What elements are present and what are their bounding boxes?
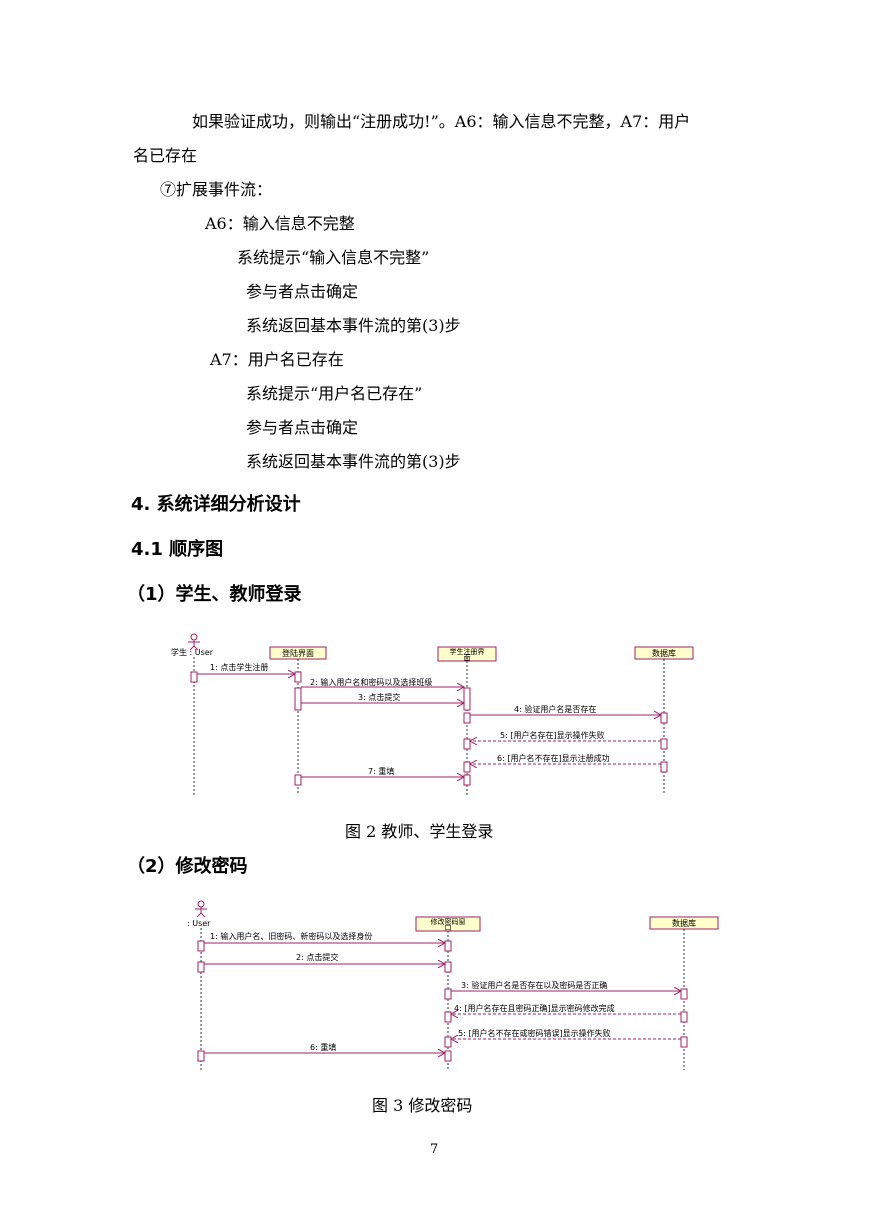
a7-step: 参与者点击确定 xyxy=(246,418,359,437)
password-heading: （2）修改密码 xyxy=(127,856,248,877)
message-label: 3: 验证用户名是否存在以及密码是否正确 xyxy=(461,980,607,990)
paragraph-line: 名已存在 xyxy=(133,146,198,165)
object-box-login-ui xyxy=(269,646,327,660)
object-label: 学生注册界 xyxy=(450,647,485,656)
a7-title: A7：用户名已存在 xyxy=(210,350,344,369)
message-label: 5: [用户名存在]显示操作失败 xyxy=(500,730,605,740)
subsection-heading: 4.1 顺序图 xyxy=(131,539,224,560)
object-label: 数据库 xyxy=(652,648,676,658)
ext-flow-title: ⑦扩展事件流： xyxy=(160,180,273,199)
a6-step: 系统提示“输入信息不完整” xyxy=(237,248,430,267)
actor-label: 学生 : User xyxy=(171,647,214,657)
section-heading: 4. 系统详细分析设计 xyxy=(131,494,301,515)
message-label: 2: 输入用户名和密码以及选择班级 xyxy=(310,677,432,687)
message-label: 1: 输入用户名、旧密码、新密码以及选择身份 xyxy=(210,931,372,941)
message-label: 6: [用户名不存在]显示注册成功 xyxy=(497,753,610,763)
object-label: 数据库 xyxy=(672,918,696,928)
message-label: 5: [用户名不存在或密码错误]显示操作失败 xyxy=(458,1028,611,1038)
login-heading: （1）学生、教师登录 xyxy=(127,584,302,605)
figure-caption: 图 3 修改密码 xyxy=(372,1096,473,1115)
page-number: 7 xyxy=(430,1142,439,1157)
object-label: 口 xyxy=(445,924,452,932)
a6-step: 系统返回基本事件流的第(3)步 xyxy=(246,316,461,335)
object-box-change-password-window xyxy=(415,916,481,932)
object-label: 面 xyxy=(464,654,471,662)
actor-icon xyxy=(195,900,207,918)
paragraph-line: 如果验证成功，则输出“注册成功!”。A6：输入信息不完整，A7：用户 xyxy=(192,112,691,131)
message-label: 7: 重填 xyxy=(368,766,394,776)
a6-title: A6：输入信息不完整 xyxy=(205,214,355,233)
object-label: 登陆界面 xyxy=(282,648,314,658)
a6-step: 参与者点击确定 xyxy=(246,282,359,301)
message-label: 4: 验证用户名是否存在 xyxy=(514,704,596,714)
object-box-database xyxy=(634,646,694,660)
message-label: 2: 点击提交 xyxy=(296,952,338,962)
actor-label: : User xyxy=(187,919,211,928)
actor-icon xyxy=(188,633,200,651)
message-label: 3: 点击提交 xyxy=(358,692,400,702)
object-box-register-ui xyxy=(437,646,497,662)
a7-step: 系统返回基本事件流的第(3)步 xyxy=(246,452,461,471)
a7-step: 系统提示“用户名已存在” xyxy=(246,384,423,403)
message-label: 6: 重填 xyxy=(310,1042,336,1052)
object-box-database xyxy=(649,916,719,930)
figure-caption: 图 2 教师、学生登录 xyxy=(345,822,494,841)
message-label: 4: [用户名存在且密码正确]显示密码修改完成 xyxy=(454,1003,615,1013)
message-label: 1: 点击学生注册 xyxy=(210,662,268,672)
object-label: 修改密码窗 xyxy=(431,917,466,926)
